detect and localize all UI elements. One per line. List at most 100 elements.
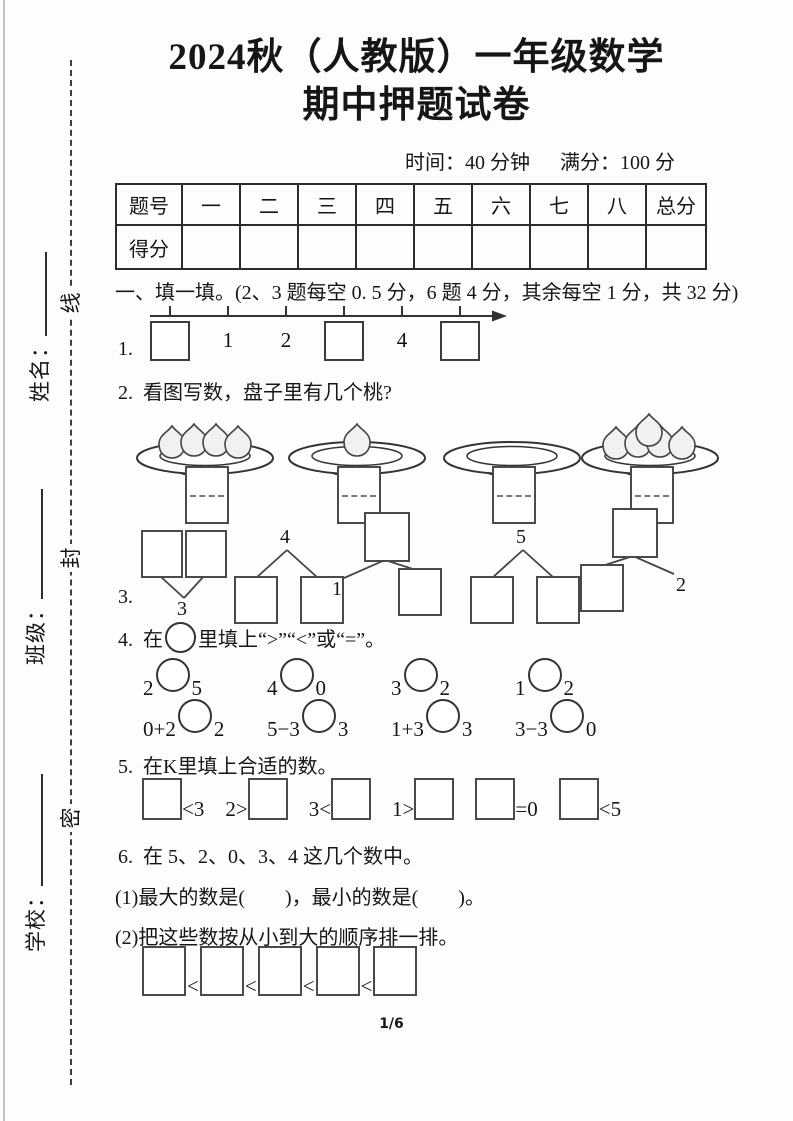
school-field: 学校： bbox=[20, 774, 50, 952]
score-table-header-cell: 二 bbox=[239, 183, 299, 226]
bond-number: 3 bbox=[177, 598, 187, 620]
right-value: 0 bbox=[315, 676, 327, 700]
dashed-midline bbox=[497, 495, 531, 497]
answer-box bbox=[331, 778, 372, 820]
page-number: 1/6 bbox=[379, 1016, 404, 1032]
dashed-midline bbox=[342, 495, 376, 497]
score-table-header-cell: 一 bbox=[181, 183, 241, 226]
answer-box bbox=[142, 946, 186, 996]
q6-text: 在 5、2、0、3、4 这几个数中。 bbox=[143, 846, 423, 868]
q4-text-after: 里填上“>”“<”或“=”。 bbox=[198, 629, 386, 651]
operator: < bbox=[319, 797, 332, 821]
peach-icon bbox=[224, 424, 252, 459]
value: 2 bbox=[225, 797, 236, 821]
score-cell-empty bbox=[239, 224, 299, 270]
paper-title: 2024秋（人教版）一年级数学 期中押题试卷 bbox=[80, 34, 753, 130]
less-than-sign: < bbox=[187, 974, 199, 998]
score-cell-empty bbox=[471, 224, 531, 270]
q4-label: 4.在里填上“>”“<”或“=”。 bbox=[118, 622, 385, 653]
score-cell-empty bbox=[645, 224, 707, 270]
bond-number: 1 bbox=[332, 578, 342, 600]
left-value: 4 bbox=[267, 676, 278, 700]
tick-label: 1 bbox=[223, 328, 234, 352]
peach-icon bbox=[668, 425, 696, 460]
full-score: 满分：100 分 bbox=[560, 152, 675, 174]
answer-box bbox=[142, 778, 182, 820]
q5-text: 在K里填上合适的数。 bbox=[143, 756, 338, 778]
score-table-header-cell: 四 bbox=[355, 183, 415, 226]
q3-number: 3. bbox=[118, 586, 133, 608]
plate-icon bbox=[136, 422, 274, 478]
answer-circle bbox=[155, 658, 190, 692]
peach-icon bbox=[635, 412, 663, 447]
answer-circle bbox=[549, 699, 584, 733]
value: 1 bbox=[392, 797, 403, 821]
bond-box bbox=[141, 530, 183, 578]
q6-part1: (1)最大的数是( )，最小的数是( )。 bbox=[115, 887, 485, 909]
fill-number-item: 3< bbox=[309, 778, 372, 821]
score-cell-empty bbox=[181, 224, 241, 270]
plate-group bbox=[575, 406, 725, 524]
school-label: 学校： bbox=[24, 886, 48, 952]
plate-icon bbox=[581, 412, 719, 478]
answer-box bbox=[475, 778, 516, 820]
answer-box bbox=[414, 778, 455, 820]
class-label: 班级： bbox=[24, 599, 48, 665]
answer-box bbox=[558, 778, 599, 820]
q2-number: 2. bbox=[118, 382, 133, 404]
answer-circle bbox=[177, 699, 212, 733]
right-value: 2 bbox=[213, 717, 225, 741]
operator: > bbox=[235, 797, 248, 821]
number-bond: 2 bbox=[578, 508, 690, 612]
plate-group bbox=[437, 406, 587, 524]
arrow-head-icon bbox=[492, 310, 507, 322]
score-table-header-cell: 七 bbox=[529, 183, 589, 226]
score-cell-empty bbox=[297, 224, 357, 270]
value: 3 bbox=[193, 797, 205, 821]
score-table-score-row: 得分 bbox=[115, 224, 707, 270]
q4-number: 4. bbox=[118, 629, 133, 651]
name-label: 姓名： bbox=[28, 336, 52, 402]
score-cell-empty bbox=[413, 224, 473, 270]
seal-char-mi: 密 bbox=[58, 804, 84, 832]
plate-group bbox=[282, 406, 432, 524]
left-value: 3−3 bbox=[515, 717, 548, 741]
right-value: 2 bbox=[439, 676, 451, 700]
score-table-header-row: 题号一二三四五六七八总分 bbox=[115, 183, 707, 226]
score-cell-empty bbox=[529, 224, 589, 270]
paper-title-line2: 期中押题试卷 bbox=[302, 85, 531, 126]
right-value: 2 bbox=[563, 676, 575, 700]
fill-number-item: 1> bbox=[392, 778, 455, 821]
right-value: 0 bbox=[585, 717, 597, 741]
q6-label: 6.在 5、2、0、3、4 这几个数中。 bbox=[118, 840, 423, 869]
operator: > bbox=[402, 797, 415, 821]
fill-number-item: <3 bbox=[142, 778, 204, 820]
bond-box bbox=[398, 568, 442, 616]
bond-number: 5 bbox=[516, 526, 526, 548]
operator: < bbox=[598, 797, 611, 821]
school-blank-line bbox=[20, 774, 43, 886]
answer-box bbox=[185, 466, 229, 524]
q6-order-boxes: <<<< bbox=[142, 946, 418, 998]
score-table-header-cell: 六 bbox=[471, 183, 531, 226]
seal-char-feng: 封 bbox=[58, 544, 84, 572]
answer-circle bbox=[301, 699, 336, 733]
plate-group bbox=[130, 406, 280, 524]
score-row-label: 得分 bbox=[115, 224, 183, 270]
left-value: 3 bbox=[391, 676, 402, 700]
number-bond: 4 bbox=[232, 520, 344, 624]
operator: < bbox=[182, 797, 194, 821]
seal-char-line: 线 bbox=[58, 289, 84, 317]
number-bond: 5 bbox=[468, 520, 580, 624]
value: 0 bbox=[527, 797, 538, 821]
bond-lines bbox=[491, 549, 555, 579]
left-value: 5−3 bbox=[267, 717, 300, 741]
